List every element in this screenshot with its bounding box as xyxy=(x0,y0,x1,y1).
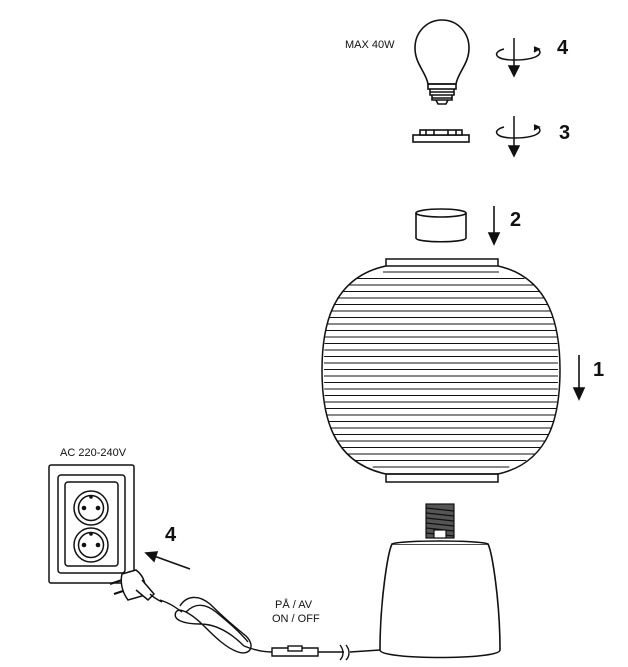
power-plug xyxy=(109,569,163,603)
max-wattage-label: MAX 40W xyxy=(345,39,395,51)
outlet-holes xyxy=(81,495,101,548)
step-number-ring: 3 xyxy=(559,122,571,144)
step-number-bulb: 4 xyxy=(557,37,569,59)
shade-ribs xyxy=(324,271,558,468)
plug-in-arrow-icon xyxy=(144,551,191,570)
voltage-label: AC 220-240V xyxy=(60,447,127,459)
lamp-shade xyxy=(321,258,561,483)
shade-sleeve xyxy=(415,208,467,243)
light-bulb xyxy=(414,19,470,105)
step-number-plug: 4 xyxy=(165,524,177,546)
socket-ring xyxy=(412,129,470,143)
down-arrow-icon xyxy=(487,206,501,246)
lamp-base xyxy=(379,540,501,659)
power-cord xyxy=(159,596,381,661)
threaded-stem xyxy=(425,503,455,539)
rotate-icon xyxy=(495,38,541,78)
down-arrow-icon xyxy=(572,355,586,401)
switch-label-on-off: ON / OFF xyxy=(272,613,320,625)
step-number-shade: 1 xyxy=(593,359,605,381)
step-number-sleeve: 2 xyxy=(510,209,522,231)
rotate-icon xyxy=(495,116,541,158)
switch-label-pa-av: PÅ / AV xyxy=(275,599,313,611)
wall-outlet xyxy=(48,464,135,584)
